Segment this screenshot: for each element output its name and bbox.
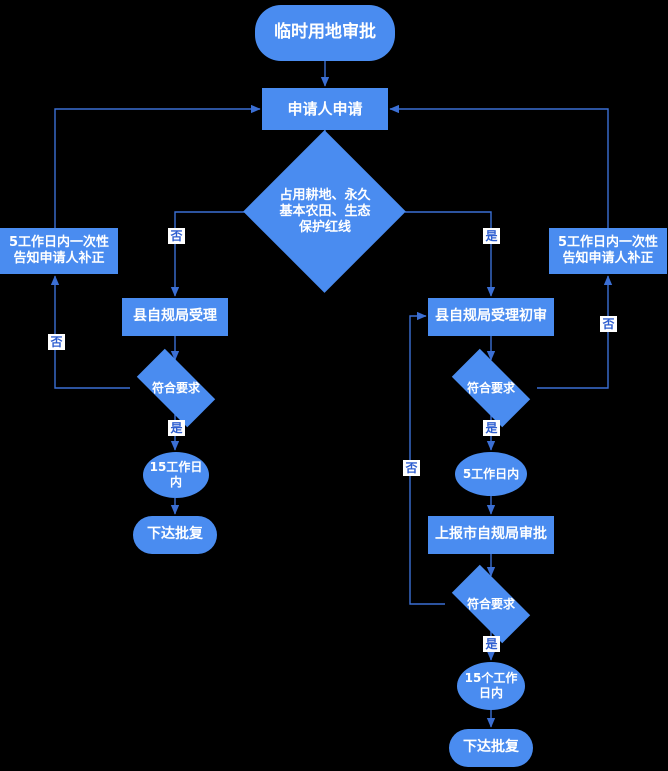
node-label: 15个工作 日内 — [464, 671, 518, 700]
node-label: 5工作日内 — [462, 466, 520, 481]
node-label: 符合要求 — [151, 380, 200, 395]
node-label: 下达批复 — [147, 526, 203, 543]
node-label: 上报市自规局审批 — [435, 526, 547, 543]
edge-notify-right-to-apply — [389, 104, 609, 228]
node-decision-occupies-farmland[interactable]: 占用耕地、永久 基本农田、生态 保护红线 — [243, 130, 406, 293]
edge-decision1-no-to-accept-l — [170, 211, 245, 297]
node-label: 临时用地审批 — [274, 22, 376, 43]
edge-notify-left-to-apply — [54, 104, 261, 228]
node-issue-reply-left[interactable]: 下达批复 — [133, 516, 217, 554]
node-applicant-application[interactable]: 申请人申请 — [262, 88, 388, 130]
edge-label-no-loop-mid: 否 — [403, 460, 420, 476]
node-label: 县自规局受理初审 — [435, 308, 547, 325]
node-county-bureau-accept-preliminary-review[interactable]: 县自规局受理初审 — [428, 298, 554, 336]
node-decision-meets-requirements-right-2[interactable]: 符合要求 — [445, 564, 537, 644]
edge-label-no-loop-left: 否 — [48, 334, 65, 350]
node-label: 申请人申请 — [287, 99, 363, 118]
node-label: 占用耕地、永久 基本农田、生态 保护红线 — [279, 187, 371, 236]
edge-check-r1-no-to-notify-right — [537, 275, 613, 389]
node-label: 县自规局受理 — [133, 308, 217, 325]
node-county-bureau-accept[interactable]: 县自规局受理 — [122, 298, 228, 336]
edge-check-l-no-to-notify-left — [50, 275, 130, 389]
node-label: 符合要求 — [466, 380, 515, 395]
node-decision-meets-requirements-left[interactable]: 符合要求 — [130, 348, 222, 428]
edge-label-no-decision1-left: 否 — [168, 228, 185, 244]
node-label: 15工作日 内 — [149, 460, 203, 489]
node-start-temporary-land-approval[interactable]: 临时用地审批 — [255, 5, 395, 61]
edge-decision1-yes-to-accept-r — [405, 211, 496, 297]
node-label: 5工作日内一次性 告知申请人补正 — [557, 234, 659, 266]
node-15-working-days-right[interactable]: 15个工作 日内 — [457, 662, 525, 710]
edge-label-no-loop-right: 否 — [600, 316, 617, 332]
node-5-working-days[interactable]: 5工作日内 — [455, 452, 527, 496]
edge-label-yes-check-right-1: 是 — [483, 420, 500, 436]
node-label: 符合要求 — [466, 596, 515, 611]
node-decision-meets-requirements-right-1[interactable]: 符合要求 — [445, 348, 537, 428]
node-issue-reply-right[interactable]: 下达批复 — [449, 729, 533, 767]
edge-label-yes-decision1-right: 是 — [483, 228, 500, 244]
node-notify-applicant-correction-left[interactable]: 5工作日内一次性 告知申请人补正 — [0, 228, 118, 274]
node-label: 5工作日内一次性 告知申请人补正 — [8, 234, 110, 266]
node-15-working-days-left[interactable]: 15工作日 内 — [143, 452, 209, 498]
edge-label-yes-check-left: 是 — [168, 420, 185, 436]
edge-label-yes-check-right-2: 是 — [483, 636, 500, 652]
node-notify-applicant-correction-right[interactable]: 5工作日内一次性 告知申请人补正 — [549, 228, 667, 274]
node-submit-city-bureau-approval[interactable]: 上报市自规局审批 — [428, 516, 554, 554]
node-label: 下达批复 — [463, 739, 519, 756]
